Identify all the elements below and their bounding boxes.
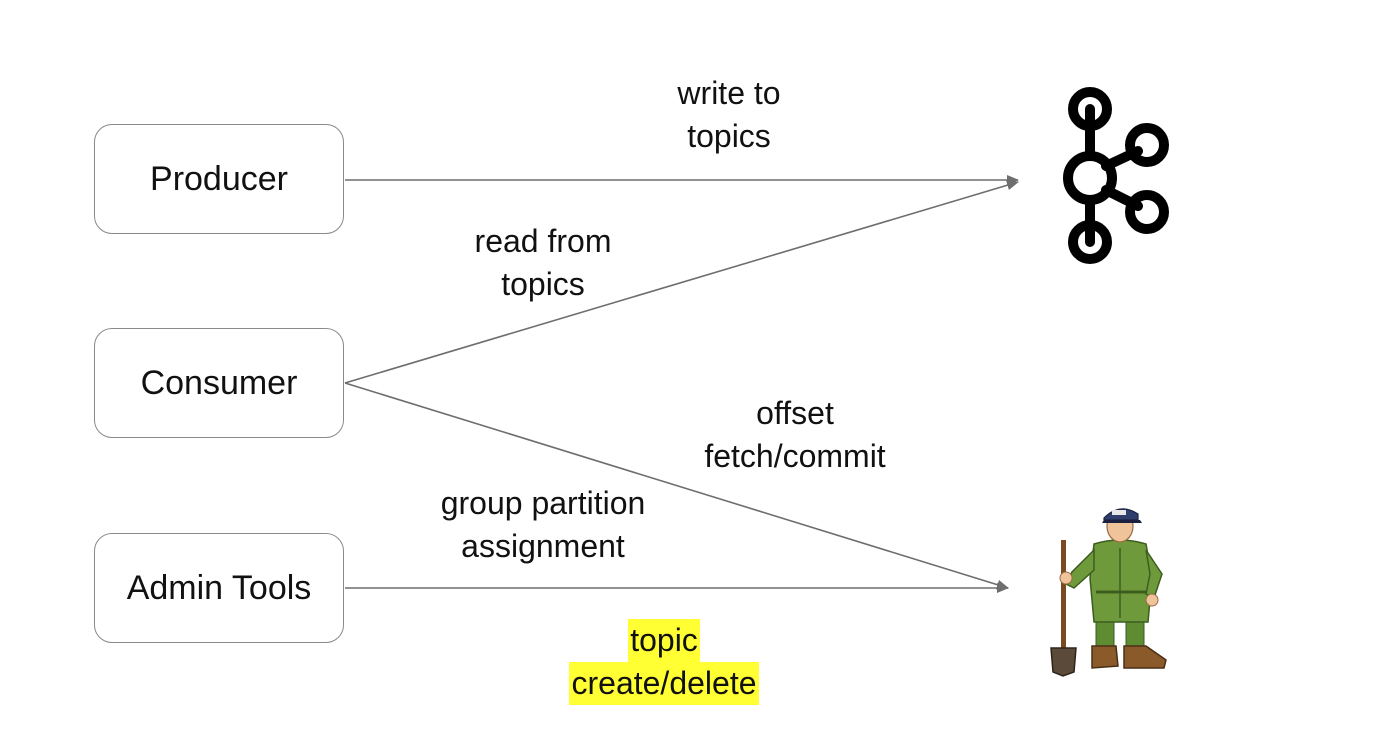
zookeeper-keeper-icon [1050,508,1167,677]
admin-tools-node: Admin Tools [94,533,344,643]
producer-node: Producer [94,124,344,234]
consumer-node: Consumer [94,328,344,438]
edge-consumer-zookeeper [344,382,1009,590]
producer-label: Producer [150,159,288,198]
kafka-logo-icon [1063,87,1169,264]
edge-consumer-kafka [344,180,1019,384]
consumer-label: Consumer [140,363,298,402]
admin-tools-label: Admin Tools [126,568,312,607]
